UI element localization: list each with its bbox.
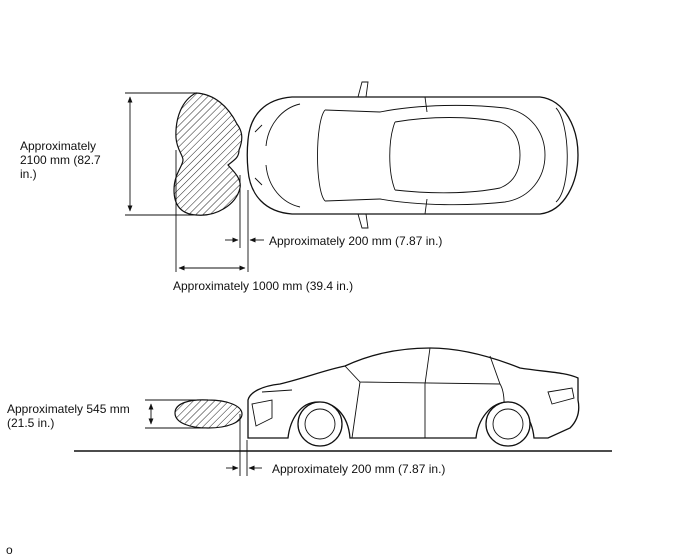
top-range-label: Approximately 1000 mm (39.4 in.): [173, 279, 354, 293]
top-width-label: Approximately 2100 mm (82.7 in.): [20, 139, 101, 181]
side-view: [74, 347, 612, 476]
side-near-gap-label: Approximately 200 mm (7.87 in.): [272, 462, 446, 476]
side-detection-zone: [174, 399, 243, 429]
car-top-view: [246, 81, 579, 229]
car-side-view: [247, 347, 580, 447]
top-detection-zone: [173, 92, 243, 216]
top-near-gap-label: Approximately 200 mm (7.87 in.): [269, 234, 443, 248]
side-height-label: Approximately 545 mm (21.5 in.): [7, 402, 130, 430]
figure-code: o: [6, 543, 13, 557]
top-view: [125, 81, 579, 272]
